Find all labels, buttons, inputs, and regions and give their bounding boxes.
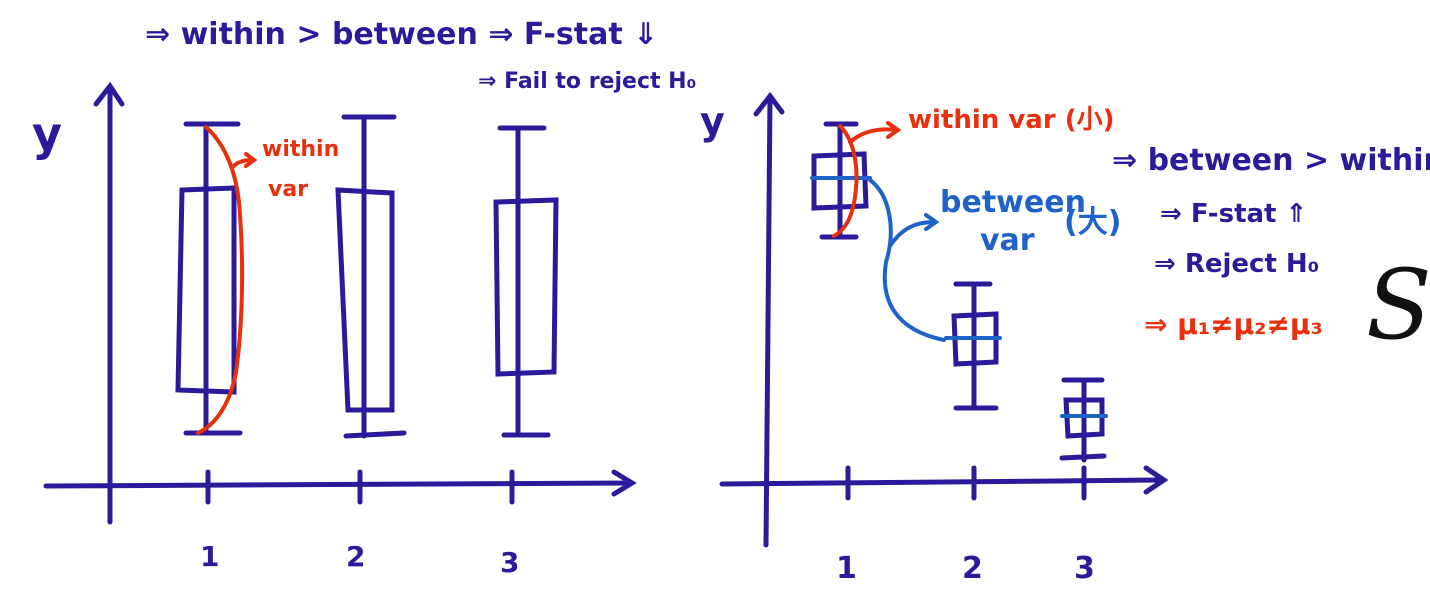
left-group-2-boxplot bbox=[335, 114, 407, 439]
left-x-axis-arrowhead bbox=[611, 469, 637, 497]
right-x-tick-label-1: 1 bbox=[836, 551, 857, 586]
conclusion-between-gt-within: ⇒ between > within bbox=[1112, 143, 1430, 178]
right-between-annotation-big: (大) bbox=[1064, 205, 1121, 240]
left-group-1-boxplot bbox=[175, 121, 243, 436]
right-x-tick-label-3: 3 bbox=[1074, 551, 1095, 586]
right-between-var-curve bbox=[868, 178, 946, 342]
header-line-within-gt-between: ⇒ within > between ⇒ F-stat ⇓ bbox=[145, 17, 658, 52]
right-group-2-box bbox=[951, 311, 999, 367]
conclusion-reject-h0: ⇒ Reject H₀ bbox=[1154, 249, 1319, 279]
left-plot bbox=[43, 81, 637, 525]
right-y-axis-arrowhead bbox=[753, 91, 785, 117]
left-group-2-cap-bottom bbox=[343, 430, 407, 439]
left-x-tick-label-2: 2 bbox=[346, 540, 365, 573]
right-between-var-arrow bbox=[888, 220, 936, 248]
right-within-var-arrow bbox=[848, 127, 898, 144]
right-group-1-box bbox=[811, 151, 869, 211]
right-within-var-annotation: within var (小) bbox=[908, 105, 1114, 135]
right-group-means bbox=[810, 176, 1108, 418]
left-y-axis-arrowhead bbox=[93, 81, 125, 107]
left-within-var-annotation: within var bbox=[262, 137, 347, 202]
left-x-tick-label-1: 1 bbox=[200, 540, 219, 573]
right-between-annotation-var: var bbox=[980, 223, 1035, 258]
right-group-3-box bbox=[1063, 397, 1105, 439]
right-x-tick-label-2: 2 bbox=[962, 551, 983, 586]
cut-off-symbol-s: S bbox=[1366, 249, 1430, 361]
left-x-axis bbox=[43, 480, 633, 489]
right-group-2-boxplot bbox=[951, 281, 999, 411]
left-group-2-box bbox=[335, 187, 395, 413]
left-within-var-arrow bbox=[230, 158, 254, 170]
right-between-annotation-word: between bbox=[940, 185, 1086, 220]
left-x-tick-label-3: 3 bbox=[500, 546, 519, 579]
conclusion-f-stat-up: ⇒ F-stat ⇑ bbox=[1160, 199, 1307, 229]
right-x-axis-arrowhead bbox=[1143, 465, 1169, 495]
right-group-1-boxplot bbox=[811, 121, 869, 240]
left-group-3-boxplot bbox=[493, 125, 559, 438]
left-group-1-box bbox=[175, 185, 237, 395]
right-y-axis bbox=[763, 95, 773, 548]
right-within-var-curve bbox=[832, 121, 902, 238]
left-group-3-box bbox=[493, 197, 559, 377]
header-line-fail-to-reject: ⇒ Fail to reject H₀ bbox=[478, 69, 696, 94]
right-group-3-cap-bottom bbox=[1059, 453, 1107, 461]
right-plot bbox=[719, 91, 1169, 548]
left-y-label: y bbox=[32, 107, 62, 161]
right-group-3-boxplot bbox=[1059, 377, 1107, 463]
left-within-var-curve bbox=[196, 125, 258, 435]
right-x-axis bbox=[719, 477, 1165, 487]
conclusion-means-not-equal: ⇒ μ₁≠μ₂≠μ₃ bbox=[1144, 308, 1323, 341]
right-y-label: y bbox=[700, 99, 725, 143]
